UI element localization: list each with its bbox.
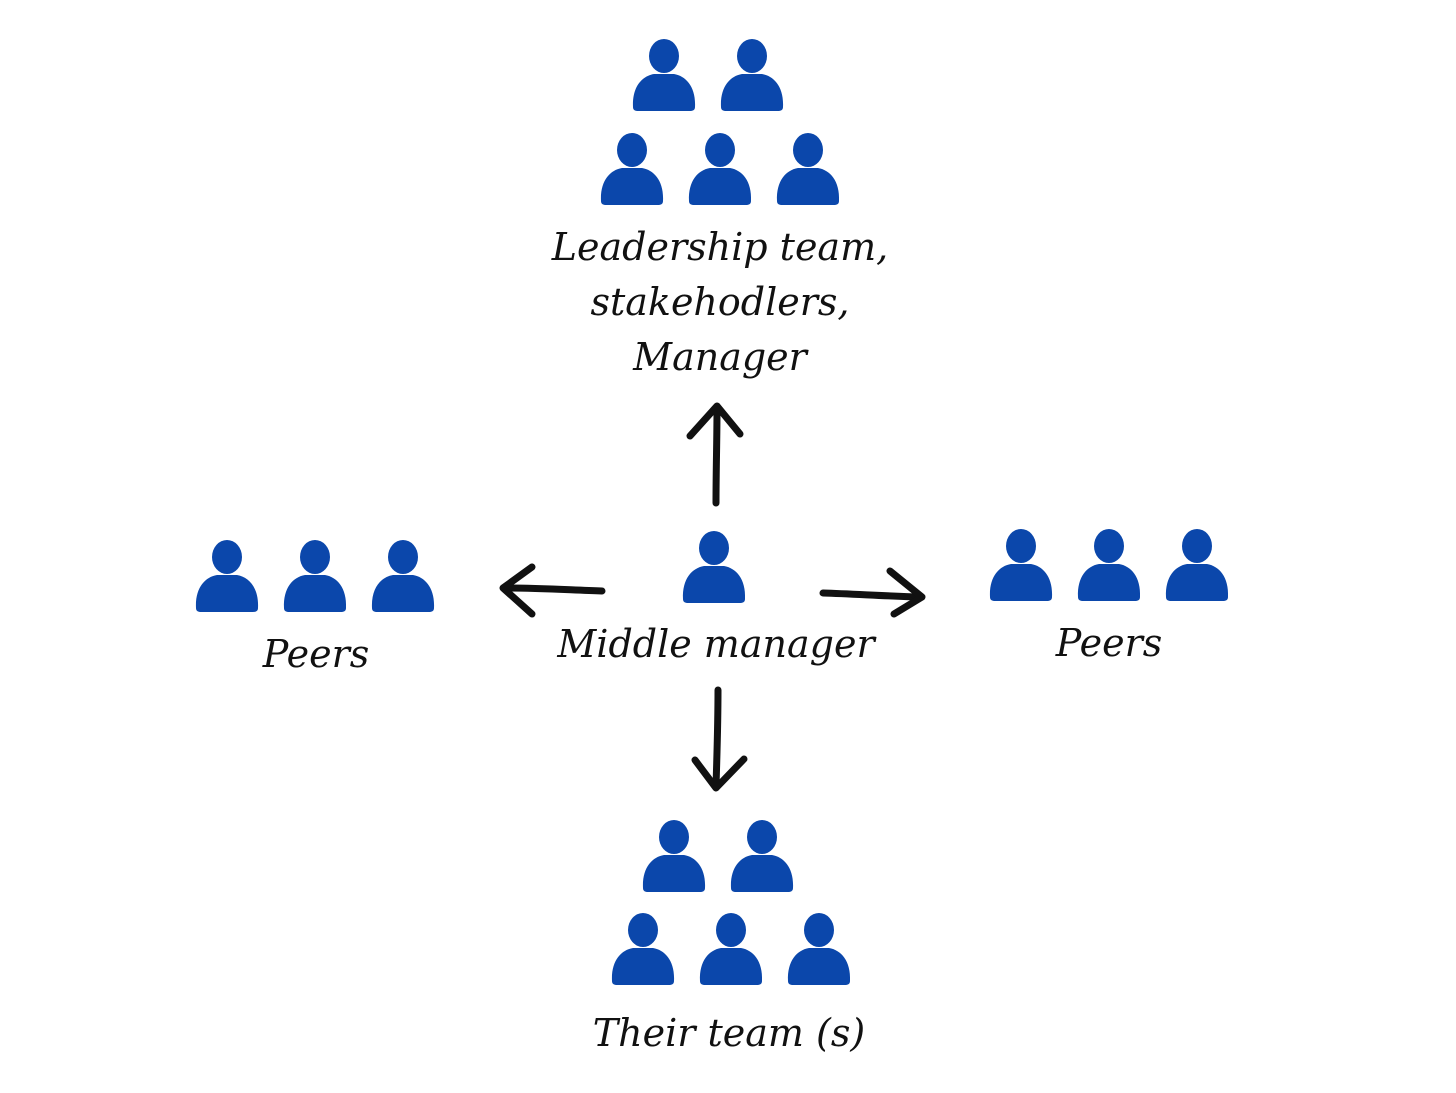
team-group: Their team (s) — [593, 820, 865, 1055]
person-icon — [682, 531, 746, 603]
arrow-down — [691, 686, 748, 792]
peers-right-people — [989, 529, 1229, 601]
middle-manager-group: Middle manager — [556, 531, 877, 666]
person-icon — [283, 540, 347, 612]
person-icon — [611, 913, 675, 985]
person-icon — [787, 913, 851, 985]
arrows — [499, 402, 926, 792]
person-icon — [688, 133, 752, 205]
peers-right-group: Peers — [989, 529, 1229, 665]
arrow-up — [686, 402, 744, 507]
person-icon — [1077, 529, 1141, 601]
person-icon — [730, 820, 794, 892]
person-icon — [195, 540, 259, 612]
arrow-right — [819, 567, 926, 618]
person-icon — [632, 39, 696, 111]
person-icon — [989, 529, 1053, 601]
person-icon — [699, 913, 763, 985]
middle-manager-people — [682, 531, 746, 603]
person-icon — [642, 820, 706, 892]
person-icon — [371, 540, 435, 612]
peers-right-label: Peers — [1055, 621, 1163, 665]
leadership-group: Leadership team, stakehodlers, Manager — [551, 39, 888, 379]
leadership-label-line-3: Manager — [632, 335, 810, 379]
peers-left-group: Peers — [195, 540, 435, 676]
person-icon — [720, 39, 784, 111]
leadership-label-line-1: Leadership team, — [551, 225, 888, 269]
peers-left-people — [195, 540, 435, 612]
arrow-left — [499, 563, 606, 618]
person-icon — [776, 133, 840, 205]
leadership-people — [600, 39, 840, 205]
team-label: Their team (s) — [593, 1011, 865, 1055]
team-people — [611, 820, 851, 985]
middle-manager-label: Middle manager — [556, 622, 877, 666]
leadership-label-line-2: stakehodlers, — [590, 280, 849, 324]
person-icon — [600, 133, 664, 205]
peers-left-label: Peers — [262, 632, 370, 676]
person-icon — [1165, 529, 1229, 601]
